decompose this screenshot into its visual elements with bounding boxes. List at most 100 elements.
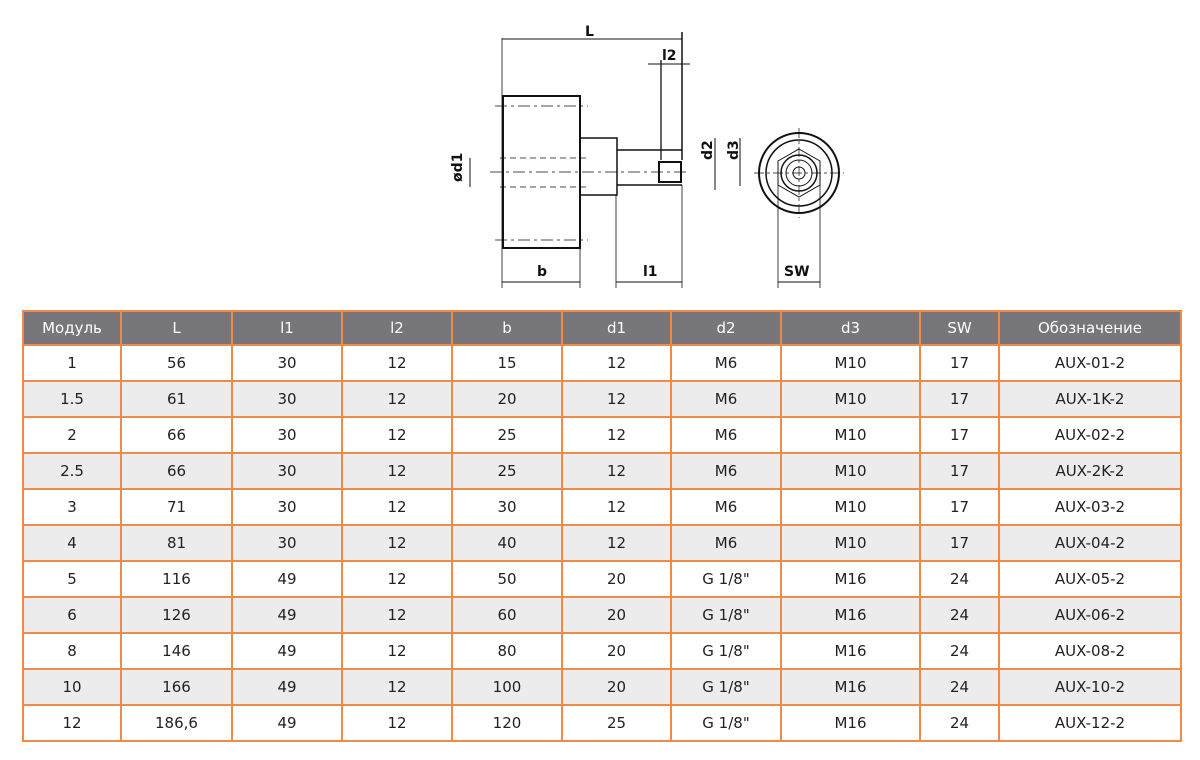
table-cell: M6 [670, 416, 782, 454]
table-cell: 10 [22, 668, 122, 706]
table-cell: 49 [231, 596, 343, 634]
table-cell: 25 [561, 704, 672, 742]
table-cell: M10 [780, 452, 921, 490]
label-d3: d3 [726, 140, 742, 160]
table-cell: 12 [341, 560, 453, 598]
label-b: b [537, 264, 547, 280]
table-cell: AUX-03-2 [998, 488, 1182, 526]
table-cell: AUX-02-2 [998, 416, 1182, 454]
column-header: l1 [231, 310, 343, 346]
table-cell: M16 [780, 668, 921, 706]
table-cell: 30 [231, 452, 343, 490]
column-header: d1 [561, 310, 672, 346]
table-cell: M16 [780, 596, 921, 634]
table-cell: M6 [670, 488, 782, 526]
table-cell: AUX-08-2 [998, 632, 1182, 670]
table-cell: 81 [120, 524, 233, 562]
table-cell: AUX-06-2 [998, 596, 1182, 634]
table-cell: 80 [451, 632, 563, 670]
table-cell: 61 [120, 380, 233, 418]
table-cell: 24 [919, 704, 1000, 742]
column-header: SW [919, 310, 1000, 346]
table-cell: 30 [231, 488, 343, 526]
table-cell: 24 [919, 668, 1000, 706]
table-cell: 40 [451, 524, 563, 562]
table-cell: AUX-04-2 [998, 524, 1182, 562]
table-cell: 3 [22, 488, 122, 526]
column-header: b [451, 310, 563, 346]
technical-drawing: L l2 ød1 d2 d3 b l1 SW [450, 24, 844, 288]
table-cell: 12 [341, 668, 453, 706]
table-cell: M6 [670, 344, 782, 382]
table-cell: G 1/8" [670, 704, 782, 742]
table-cell: 12 [561, 416, 672, 454]
label-l2: l2 [662, 48, 677, 64]
table-cell: 12 [341, 344, 453, 382]
table-cell: M6 [670, 524, 782, 562]
table-cell: 49 [231, 668, 343, 706]
table-cell: 146 [120, 632, 233, 670]
table-cell: 12 [561, 380, 672, 418]
label-SW: SW [784, 264, 810, 280]
table-cell: 30 [231, 416, 343, 454]
table-cell: M16 [780, 632, 921, 670]
table-cell: 30 [451, 488, 563, 526]
label-d1: ød1 [450, 153, 466, 182]
table-cell: 12 [341, 704, 453, 742]
table-cell: 12 [561, 344, 672, 382]
table-cell: G 1/8" [670, 632, 782, 670]
table-cell: M6 [670, 380, 782, 418]
table-cell: 20 [561, 668, 672, 706]
table-cell: 100 [451, 668, 563, 706]
table-cell: 1.5 [22, 380, 122, 418]
table-cell: 15 [451, 344, 563, 382]
table-cell: 25 [451, 452, 563, 490]
table-cell: 12 [341, 416, 453, 454]
table-cell: 8 [22, 632, 122, 670]
table-cell: 116 [120, 560, 233, 598]
table-cell: 20 [561, 632, 672, 670]
table-cell: 20 [561, 560, 672, 598]
table-cell: 2 [22, 416, 122, 454]
table-cell: M10 [780, 416, 921, 454]
table-cell: AUX-1K-2 [998, 380, 1182, 418]
table-cell: M6 [670, 452, 782, 490]
table-cell: 56 [120, 344, 233, 382]
table-cell: 24 [919, 596, 1000, 634]
table-cell: AUX-05-2 [998, 560, 1182, 598]
table-cell: 49 [231, 704, 343, 742]
table-cell: 12 [341, 524, 453, 562]
table-cell: G 1/8" [670, 560, 782, 598]
table-cell: 12 [22, 704, 122, 742]
table-cell: 17 [919, 524, 1000, 562]
table-cell: M10 [780, 380, 921, 418]
table-cell: M10 [780, 344, 921, 382]
table-cell: 12 [341, 380, 453, 418]
table-cell: 166 [120, 668, 233, 706]
table-cell: 24 [919, 560, 1000, 598]
table-cell: 120 [451, 704, 563, 742]
table-cell: 17 [919, 344, 1000, 382]
table-cell: 49 [231, 632, 343, 670]
table-cell: 49 [231, 560, 343, 598]
table-cell: 50 [451, 560, 563, 598]
table-cell: 12 [341, 596, 453, 634]
table-cell: 12 [561, 488, 672, 526]
table-cell: 12 [561, 524, 672, 562]
table-cell: 20 [451, 380, 563, 418]
table-cell: 30 [231, 524, 343, 562]
table-cell: 1 [22, 344, 122, 382]
table-cell: 24 [919, 632, 1000, 670]
table-cell: AUX-01-2 [998, 344, 1182, 382]
label-l1: l1 [643, 264, 658, 280]
table-cell: 25 [451, 416, 563, 454]
table-cell: 17 [919, 488, 1000, 526]
